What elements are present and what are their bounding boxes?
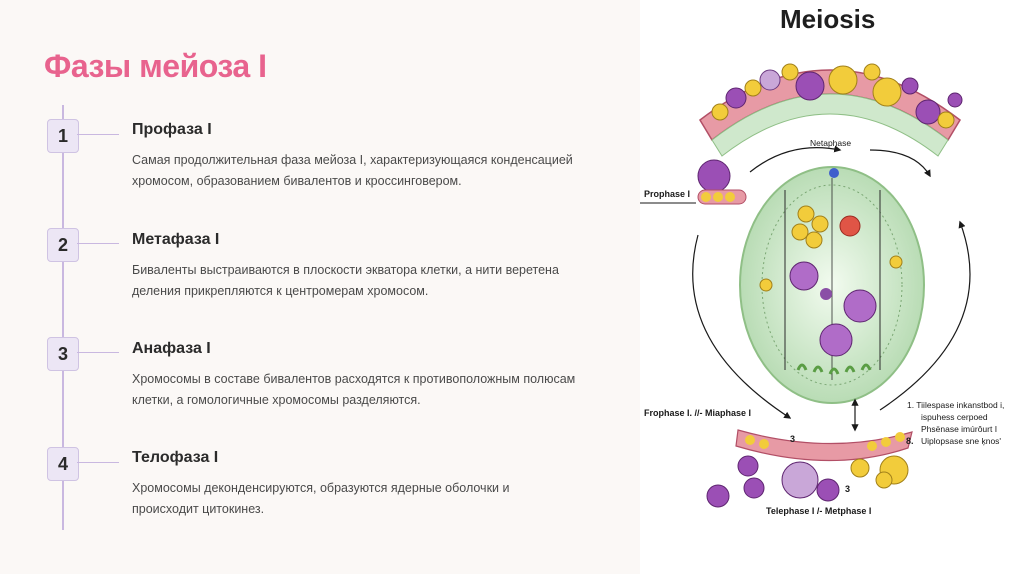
top-cell-band (699, 63, 963, 157)
label-number: 3 (790, 434, 795, 444)
meiosis-diagram: Netaphase (640, 63, 1004, 516)
step-description-line: Хромосомы деконденсируются, образуются я… (132, 481, 510, 495)
cycle-arrows (692, 145, 971, 432)
step-title: Профаза I (132, 121, 212, 138)
note-line: 1. Tiilespase inkanstbod i, (907, 400, 1004, 410)
step-connector (77, 352, 119, 353)
step-description-line: деления прикрепляются к центромерам хром… (132, 284, 429, 298)
bottom-cells (706, 455, 909, 508)
step-number: 3 (47, 337, 79, 371)
step-description-line: происходит цитокинез. (132, 502, 265, 516)
diagram-title: Meiosis (780, 4, 876, 34)
text-panel: Фазы мейоза I 1 Профаза I Самая продолжи… (44, 48, 602, 530)
step-description: Хромосомы в составе бивалентов расходятс… (132, 369, 602, 411)
step-description: Биваленты выстраиваются в плоскости эква… (132, 260, 602, 302)
step-description-line: клетки, а гомологичные хромосомы разделя… (132, 393, 421, 407)
step-description-line: Биваленты выстраиваются в плоскости эква… (132, 263, 559, 277)
step-connector (77, 462, 119, 463)
step-number: 2 (47, 228, 79, 262)
step-description-line: Хромосомы в составе бивалентов расходятс… (132, 372, 576, 386)
step-number: 4 (47, 447, 79, 481)
note-block: 1. Tiilespase inkanstbod i, ispuhess cer… (907, 400, 1004, 446)
step-description-line: Самая продолжительная фаза мейоза I, хар… (132, 153, 573, 167)
note-line: Uiplopsase sne ķnos' (921, 436, 1001, 446)
label-netaphase: Netaphase (810, 138, 851, 148)
step-connector (77, 134, 119, 135)
label-number: 8. (906, 436, 914, 446)
central-cell (739, 166, 925, 404)
step-title: Анафаза I (132, 340, 211, 357)
timeline-line (62, 105, 64, 530)
bottom-cell-band (735, 429, 913, 462)
step-title: Метафаза I (132, 231, 220, 248)
prophase-bar (640, 159, 747, 205)
step-connector (77, 243, 119, 244)
note-line: Phsënase imúrôurt I (921, 424, 997, 434)
label-number: 3 (845, 484, 850, 494)
label-prophase: Prophase I (644, 189, 690, 199)
label-telephase: Telephase I /- Metphase I (766, 506, 871, 516)
label-trophase: Frophase I. //- Miaphase I (644, 408, 751, 418)
step-description-line: хромосом, образованием бивалентов и крос… (132, 174, 462, 188)
step-title: Телофаза I (132, 449, 219, 466)
step-number: 1 (47, 119, 79, 153)
note-line: ispuhess cerpoed (921, 412, 988, 422)
step-description: Хромосомы деконденсируются, образуются я… (132, 478, 602, 520)
slide-title: Фазы мейоза I (44, 48, 267, 84)
step-description: Самая продолжительная фаза мейоза I, хар… (132, 150, 602, 192)
